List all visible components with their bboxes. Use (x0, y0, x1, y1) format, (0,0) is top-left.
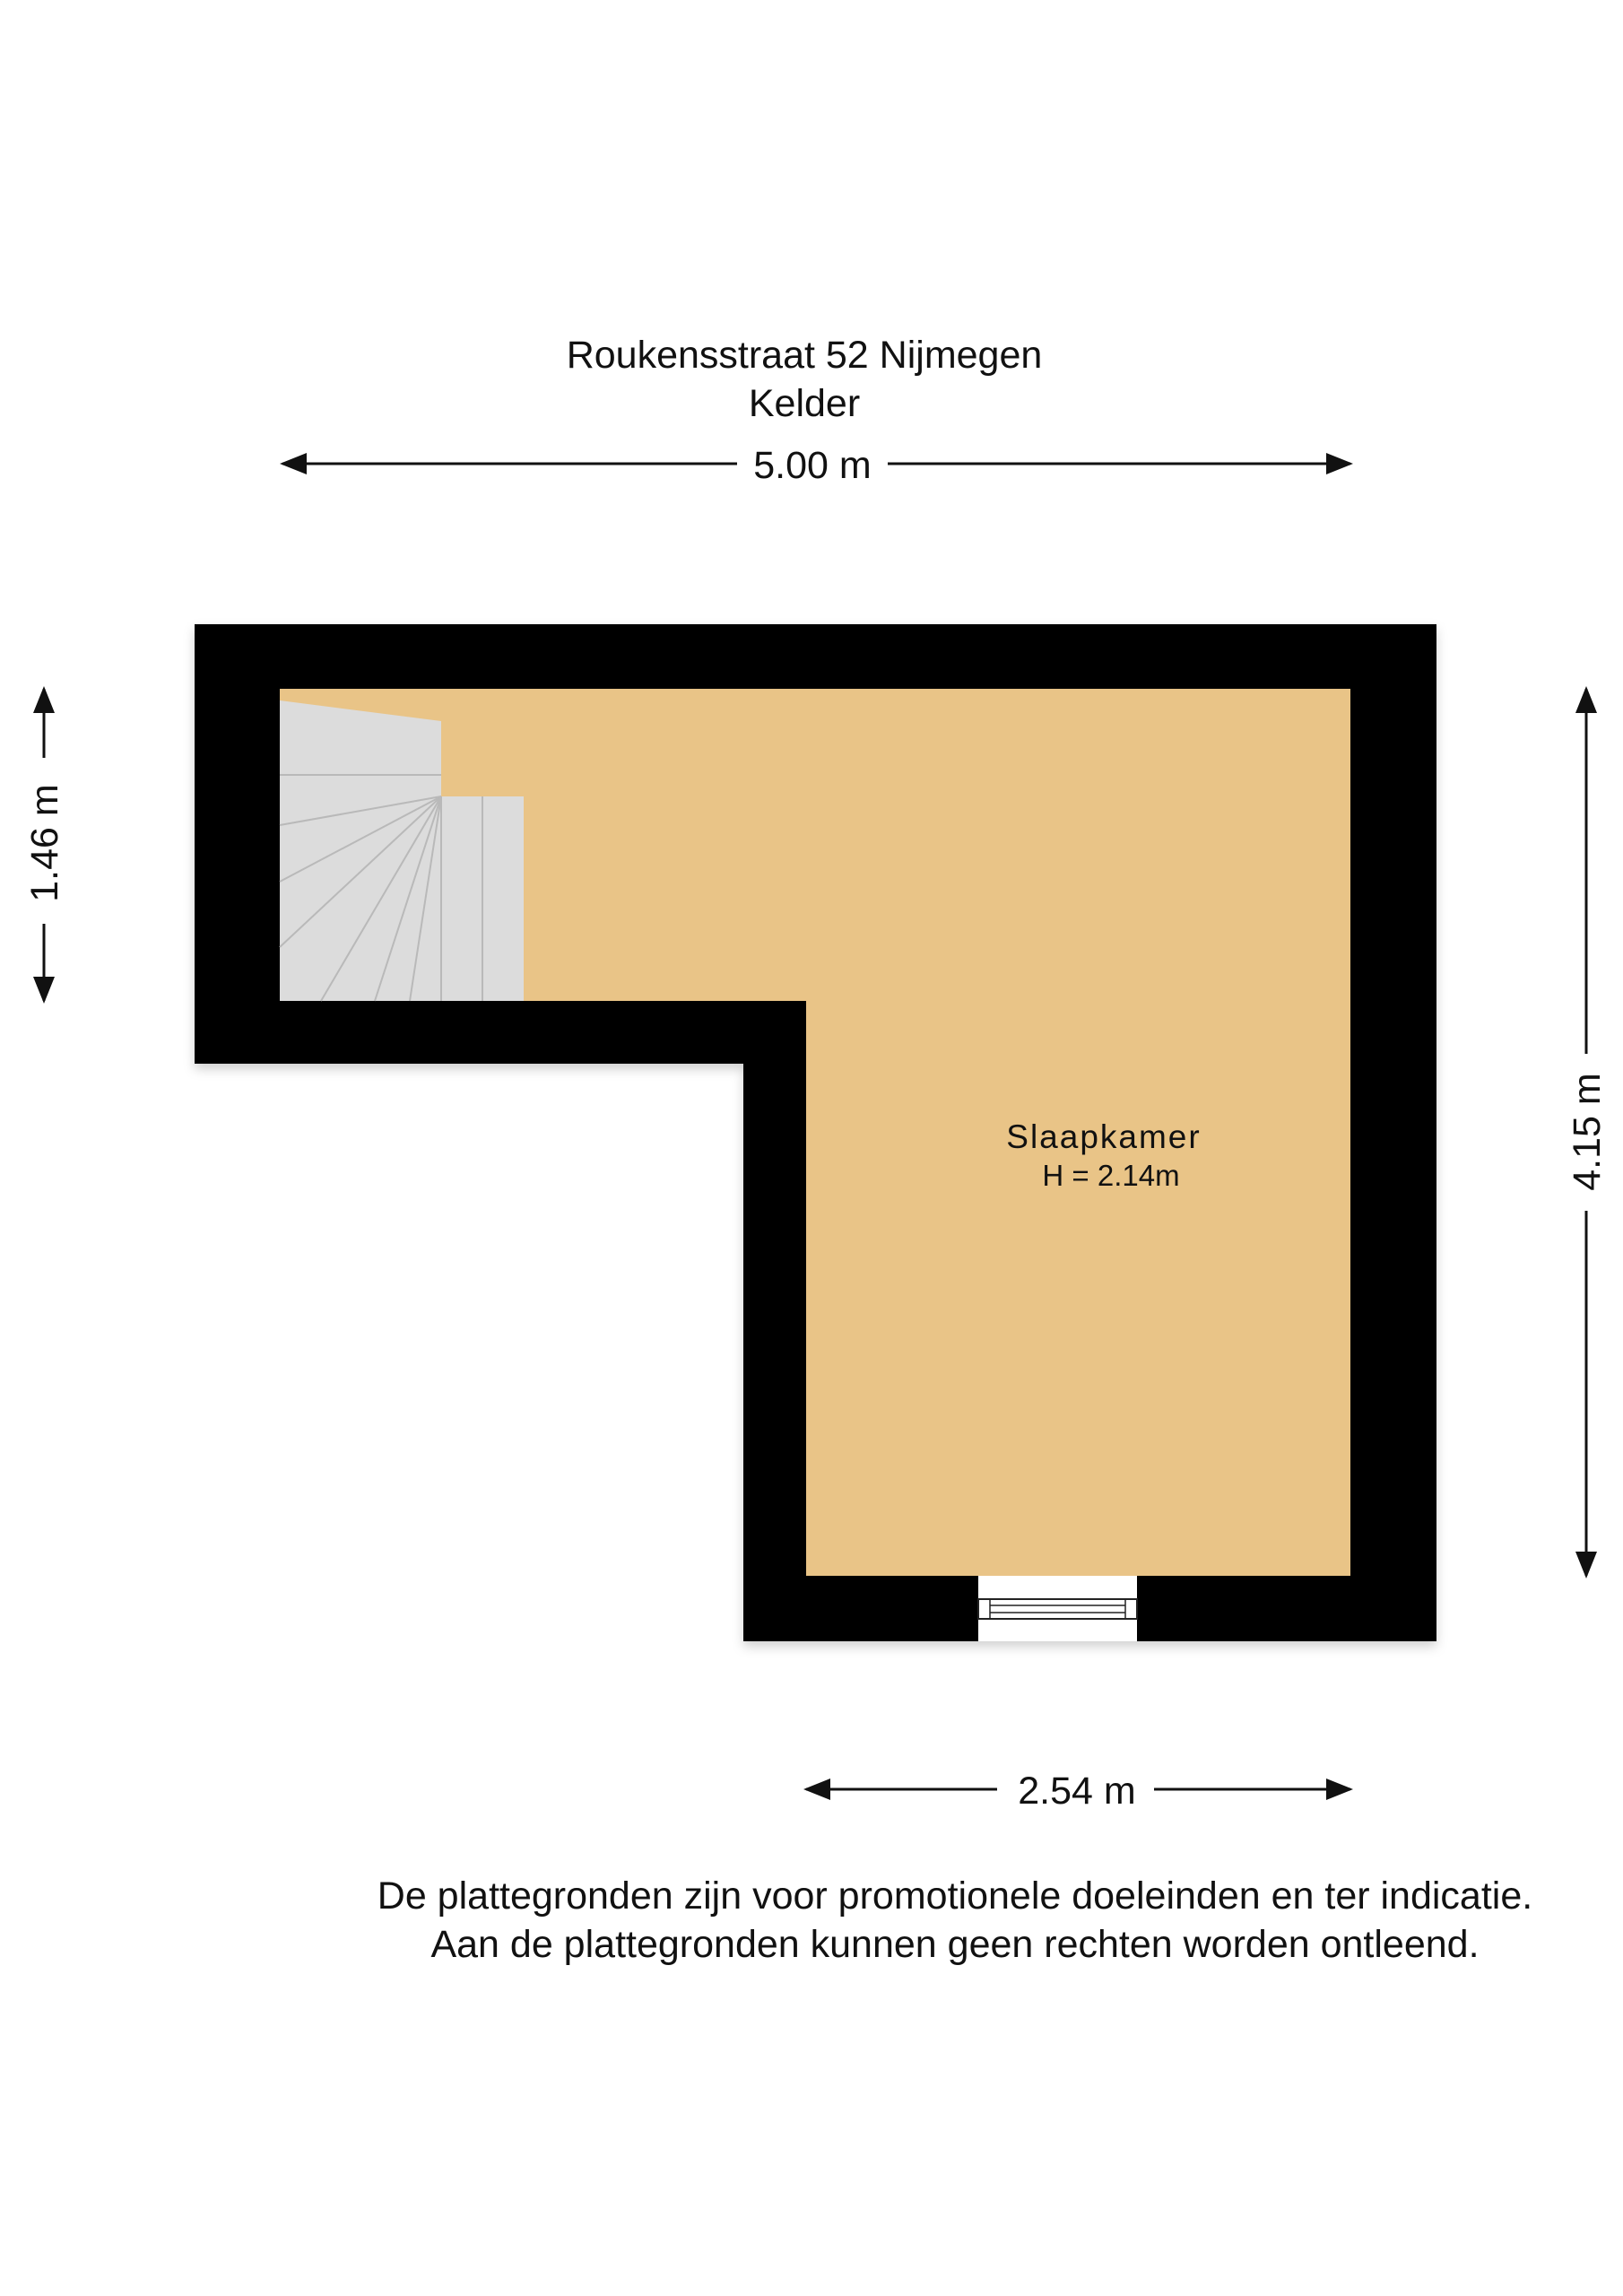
room-label: Slaapkamer (1006, 1118, 1201, 1155)
dimension-bottom-label: 2.54 m (1018, 1770, 1135, 1813)
staircase (279, 700, 524, 1002)
room-floor-slaapkamer (280, 689, 1350, 1576)
floor-name: Kelder (749, 382, 860, 425)
dimension-top-label: 5.00 m (753, 444, 871, 487)
dimension-left-label: 1.46 m (23, 784, 66, 901)
room-height: H = 2.14m (1042, 1159, 1179, 1192)
dimension-right-label: 4.15 m (1566, 1073, 1609, 1190)
dimension-top: 5.00 m (280, 444, 1353, 487)
plan-title: Roukensstraat 52 Nijmegen (567, 334, 1043, 377)
disclaimer-line-1: De plattegronden zijn voor promotionele … (378, 1874, 1532, 1918)
dimension-right: 4.15 m (1566, 686, 1609, 1578)
disclaimer-line-2: Aan de plattegronden kunnen geen rechten… (430, 1923, 1479, 1966)
dimension-left: 1.46 m (23, 686, 66, 1004)
dimension-bottom: 2.54 m (803, 1770, 1353, 1813)
window (977, 1576, 1138, 1641)
